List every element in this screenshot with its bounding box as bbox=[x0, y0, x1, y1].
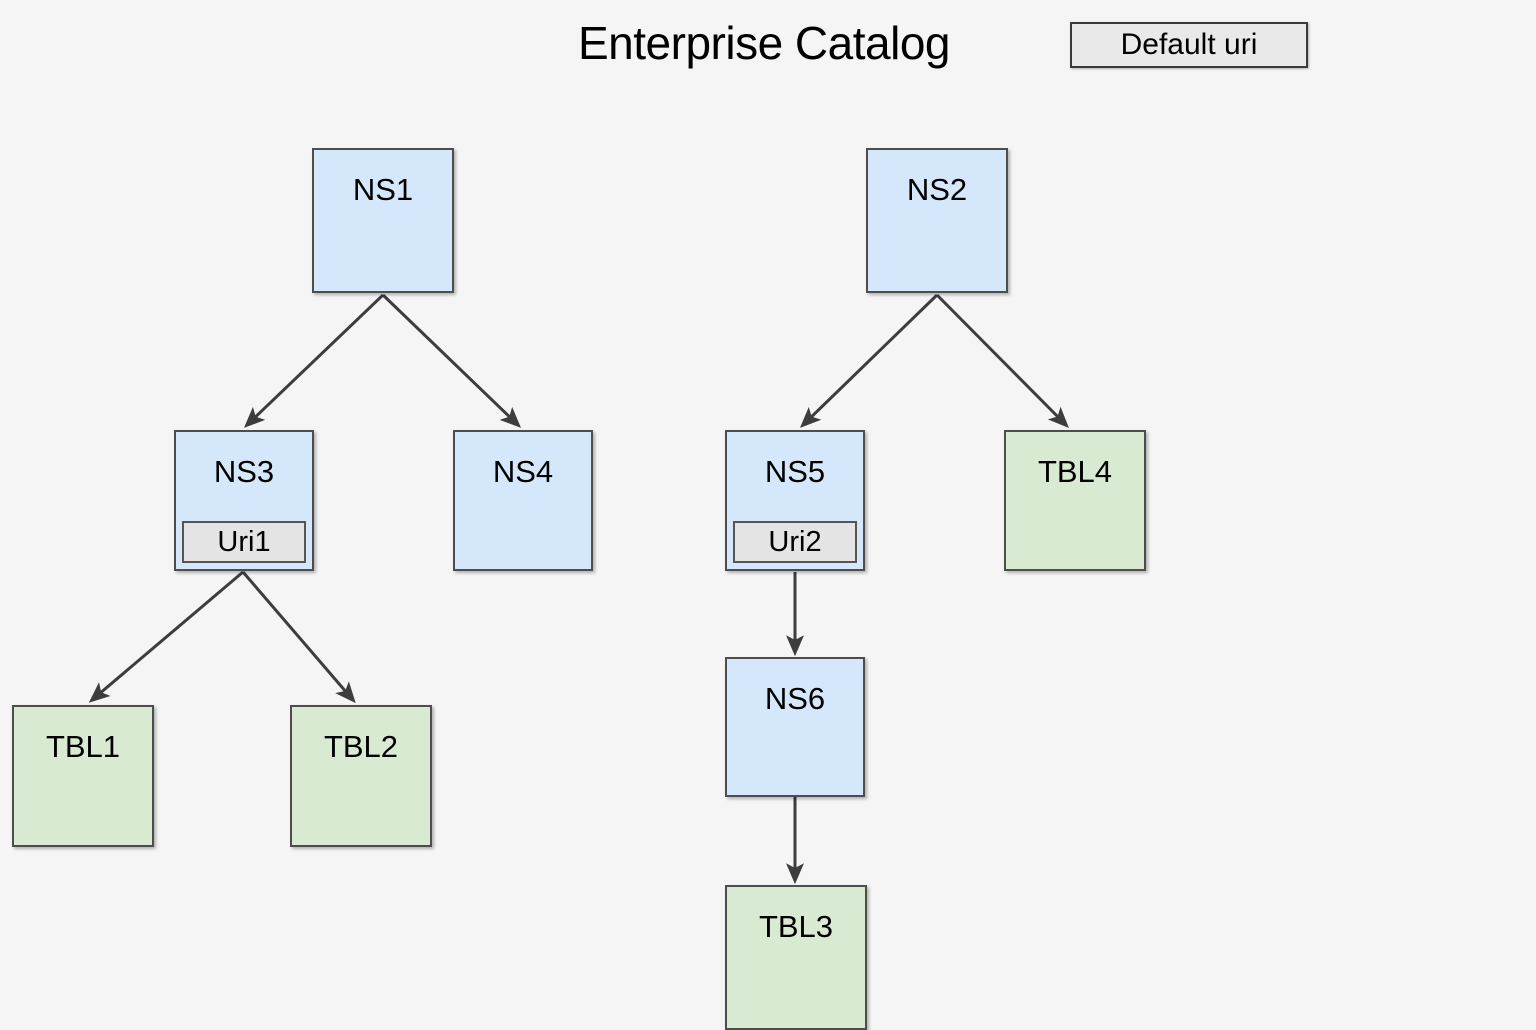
node-label: NS5 bbox=[764, 454, 826, 489]
node-uri-badge[interactable]: Uri1 bbox=[182, 521, 306, 563]
edge-ns1-to-ns3 bbox=[243, 293, 385, 428]
node-label: NS6 bbox=[764, 681, 826, 716]
node-label: TBL2 bbox=[323, 729, 399, 764]
node-tbl4[interactable]: TBL4 bbox=[1004, 430, 1146, 571]
node-ns6[interactable]: NS6 bbox=[725, 657, 865, 797]
edge-ns1-to-ns4 bbox=[381, 293, 522, 428]
edge-ns3-to-tbl2 bbox=[241, 571, 356, 704]
node-tbl2[interactable]: TBL2 bbox=[290, 705, 432, 847]
node-label: TBL4 bbox=[1037, 454, 1113, 489]
node-ns2[interactable]: NS2 bbox=[866, 148, 1008, 293]
node-ns4[interactable]: NS4 bbox=[453, 430, 593, 571]
node-label: NS2 bbox=[906, 172, 968, 207]
node-label: NS4 bbox=[492, 454, 554, 489]
node-label: NS1 bbox=[352, 172, 414, 207]
node-label: NS3 bbox=[213, 454, 275, 489]
edge-ns2-to-ns5 bbox=[799, 293, 939, 428]
edge-ns2-to-tbl4 bbox=[935, 293, 1069, 428]
default-uri-badge[interactable]: Default uri bbox=[1070, 22, 1308, 68]
page-title: Enterprise Catalog bbox=[578, 17, 950, 69]
node-tbl3[interactable]: TBL3 bbox=[725, 885, 867, 1030]
node-ns1[interactable]: NS1 bbox=[312, 148, 454, 293]
edge-ns3-to-tbl1 bbox=[88, 570, 244, 703]
node-uri-badge[interactable]: Uri2 bbox=[733, 521, 857, 563]
node-tbl1[interactable]: TBL1 bbox=[12, 705, 154, 847]
node-label: TBL3 bbox=[758, 909, 834, 944]
node-label: TBL1 bbox=[45, 729, 121, 764]
